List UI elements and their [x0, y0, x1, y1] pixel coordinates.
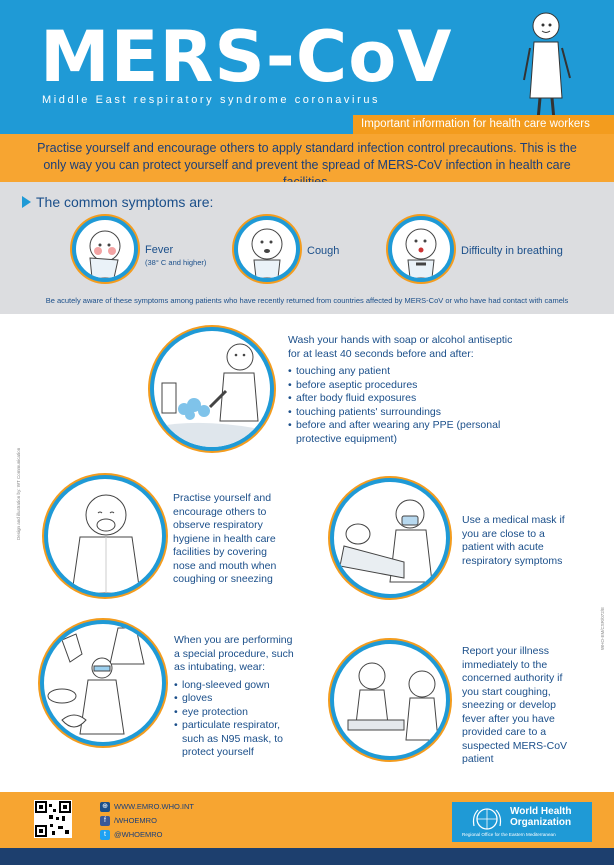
sneeze-illustration	[44, 475, 166, 597]
twitter-link[interactable]: t@WHOEMRO	[100, 829, 162, 841]
list-item: particulate respirator, such as N95 mask…	[174, 719, 298, 760]
who-logo-box	[452, 802, 592, 842]
twitter-icon: t	[100, 830, 110, 841]
list-item: before and after wearing any PPE (person…	[288, 419, 516, 446]
symptoms-note: Be acutely aware of these symptoms among…	[45, 296, 569, 305]
list-item: touching patients' surroundings	[288, 406, 516, 420]
intro-text: Practise yourself and encourage others t…	[0, 134, 614, 189]
ppe-illustration	[40, 620, 166, 746]
audience-tag: Important information for health care wo…	[353, 115, 614, 134]
symptom-fever: Fever(38° C and higher)	[145, 244, 207, 267]
mask-text: Use a medical mask if you are close to a…	[462, 514, 565, 567]
globe-icon: ⊕	[100, 802, 110, 813]
symptom-breathing: Difficulty in breathing	[461, 245, 563, 257]
mask-illustration	[330, 478, 450, 598]
list-item: before aseptic procedures	[288, 379, 516, 393]
symptom-cough: Cough	[307, 245, 340, 257]
facebook-icon: f	[100, 816, 110, 827]
handwash-text: Wash your hands with soap or alcohol ant…	[288, 334, 513, 360]
list-item: gloves	[174, 692, 298, 706]
who-region: Regional Office for the Eastern Mediterr…	[462, 832, 556, 837]
page-title: MERS-CoV	[40, 16, 453, 98]
website-link[interactable]: ⊕WWW.EMRO.WHO.INT	[100, 801, 194, 813]
ppe-list: long-sleeved gown gloves eye protection …	[174, 679, 298, 760]
doctor-illustration	[523, 12, 571, 121]
header-banner	[0, 0, 614, 134]
footer-strip	[0, 848, 614, 865]
handwash-instructions: Wash your hands with soap or alcohol ant…	[288, 334, 516, 446]
list-item: eye protection	[174, 706, 298, 720]
list-item: long-sleeved gown	[174, 679, 298, 693]
report-text: Report your illness immediately to the c…	[462, 645, 568, 765]
ppe-instructions: When you are performing a special proced…	[174, 634, 298, 760]
document-code: WHO-EM/CSR/072/E	[600, 606, 605, 650]
qr-code-icon[interactable]	[34, 800, 72, 838]
handwash-list: touching any patient before aseptic proc…	[288, 365, 516, 446]
facebook-link[interactable]: f/WHOEMRO	[100, 815, 157, 827]
hygiene-text: Practise yourself and encourage others t…	[173, 492, 277, 585]
triangle-bullet-icon	[22, 196, 31, 208]
ppe-text: When you are performing a special proced…	[174, 634, 294, 673]
fever-illustration	[72, 216, 138, 282]
list-item: after body fluid exposures	[288, 392, 516, 406]
page-subtitle: Middle East respiratory syndrome coronav…	[42, 94, 381, 106]
cough-illustration	[234, 216, 300, 282]
handwash-illustration	[150, 327, 274, 451]
report-illustration	[330, 640, 450, 760]
breathing-illustration	[388, 216, 454, 282]
list-item: touching any patient	[288, 365, 516, 379]
who-emblem-icon	[472, 808, 502, 830]
design-credit: Design and illustration by: WT Communica…	[16, 447, 21, 540]
symptoms-title: The common symptoms are:	[36, 194, 214, 210]
